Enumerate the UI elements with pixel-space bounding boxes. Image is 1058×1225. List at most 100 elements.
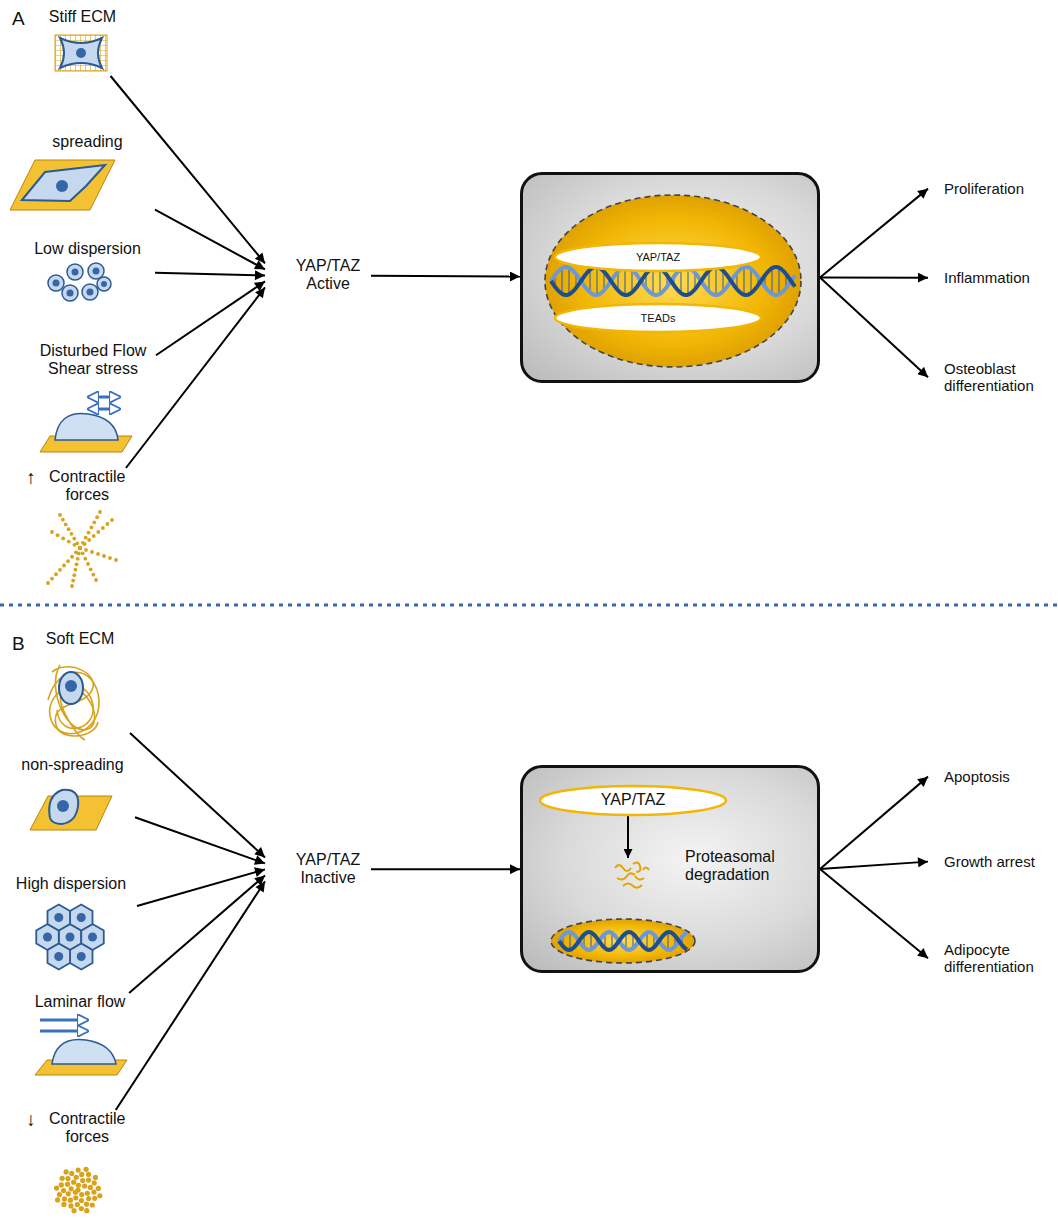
illustration-part	[76, 557, 80, 561]
illustration-part	[751, 269, 752, 293]
illustration-part	[92, 534, 96, 538]
ellipse-shape	[555, 304, 761, 332]
stimulus-label-text: Contractile forces	[40, 468, 135, 505]
illustration-part	[71, 579, 75, 583]
illustration-part	[55, 665, 94, 740]
illustration-part	[91, 1189, 96, 1194]
illustration-part	[95, 515, 99, 519]
cell-box: YAP/TAZ TEADs	[520, 172, 820, 383]
illustration-part	[78, 546, 82, 550]
arrow-connector	[155, 273, 265, 276]
illustration-part	[57, 800, 69, 812]
arrow-connector	[129, 875, 265, 993]
illustration-part	[62, 1196, 67, 1201]
illustration-part	[91, 573, 95, 577]
illustration-part	[93, 1175, 98, 1180]
illustration-part	[72, 537, 76, 541]
illustration-part	[76, 1167, 81, 1172]
stimulus-label: Laminar flow	[20, 993, 140, 1078]
laminar-flow-icon	[35, 1020, 127, 1075]
illustration-part	[94, 578, 98, 582]
illustration-part	[54, 913, 63, 922]
arrow-connector	[820, 777, 928, 869]
illustration-part	[86, 1196, 91, 1201]
illustration-part	[67, 290, 74, 297]
arrow-connector	[126, 287, 265, 468]
illustration-part	[80, 1178, 85, 1183]
stimulus-label-text: Low dispersion	[34, 240, 141, 258]
nucleus	[545, 195, 801, 367]
illustration-part	[76, 48, 86, 58]
illustration-part	[61, 537, 65, 541]
illustration-part	[569, 268, 570, 295]
protein-fragments	[615, 862, 649, 887]
illustration-part	[49, 790, 78, 824]
illustration-part	[85, 1191, 90, 1196]
illustration-part	[60, 1176, 65, 1181]
arrow-connector	[111, 76, 265, 263]
stimulus-label: ↑Contractile forces	[18, 468, 143, 586]
illustration-part	[70, 944, 93, 970]
illustration-part	[108, 556, 112, 560]
illustration-part	[73, 1195, 78, 1200]
stimulus-label: High dispersion	[5, 875, 137, 975]
illustration-part	[72, 573, 76, 577]
illustration-part	[58, 513, 62, 517]
illustration-part	[79, 1206, 84, 1211]
illustration-part	[48, 275, 64, 291]
illustration-part	[772, 268, 773, 294]
illustration-part	[72, 269, 79, 276]
illustration-part	[50, 530, 54, 534]
illustration-part	[54, 572, 58, 576]
illustration-part	[87, 538, 91, 542]
protein-ellipse: YAP/TAZ	[553, 241, 763, 273]
illustration-part	[114, 558, 118, 562]
illustration-part	[78, 546, 82, 550]
state-label: YAP/TAZ Active	[265, 257, 371, 294]
outcome-label-text: Apoptosis	[944, 768, 1010, 785]
illustration-part	[61, 518, 65, 522]
illustration-part	[84, 536, 88, 540]
outcome-label: Apoptosis	[928, 768, 1010, 785]
illustration-part	[97, 1193, 102, 1198]
illustration-part	[562, 268, 563, 294]
illustration-part	[86, 1172, 91, 1177]
illustration-part	[66, 933, 75, 942]
illustration-part	[78, 546, 82, 550]
illustration-part	[57, 1192, 62, 1197]
illustration-part	[73, 1190, 78, 1195]
contractile-forces-icon	[54, 1167, 103, 1214]
protein-ellipse-text: TEADs	[641, 312, 676, 325]
illustration-part	[110, 518, 114, 522]
illustration-part	[55, 414, 118, 440]
stimulus-label-text: Contractile forces	[40, 1110, 135, 1147]
illustration-part	[66, 559, 70, 563]
illustration-part	[46, 581, 50, 585]
illustration-part	[97, 277, 111, 291]
illustration-part	[47, 944, 70, 970]
outcome-label-text: Adipocyte differentiation	[944, 941, 1056, 976]
illustration-part	[101, 281, 107, 287]
illustration-part	[88, 933, 97, 942]
stimulus-label: ↓Contractile forces	[18, 1110, 143, 1218]
illustration-part	[71, 1208, 76, 1213]
stimulus-label: Disturbed Flow Shear stress	[30, 342, 156, 454]
illustration-part	[90, 550, 94, 554]
illustration-part	[81, 551, 85, 555]
ellipse-shape	[540, 786, 726, 815]
illustration-part	[67, 527, 71, 531]
illustration-part	[53, 268, 108, 297]
illustration-part	[78, 546, 82, 550]
illustration-part	[68, 1198, 73, 1203]
illustration-part	[84, 1167, 89, 1172]
illustration-part	[69, 1171, 74, 1176]
illustration-part	[96, 552, 100, 556]
protein-ellipse-text: YAP/TAZ	[636, 251, 680, 264]
stimulus-label: Stiff ECM	[40, 8, 125, 76]
illustration-part	[559, 932, 687, 950]
illustration-part	[54, 952, 63, 961]
illustration-part	[10, 160, 115, 210]
illustration-part	[70, 532, 74, 536]
outcome-label: Adipocyte differentiation	[928, 941, 1056, 976]
